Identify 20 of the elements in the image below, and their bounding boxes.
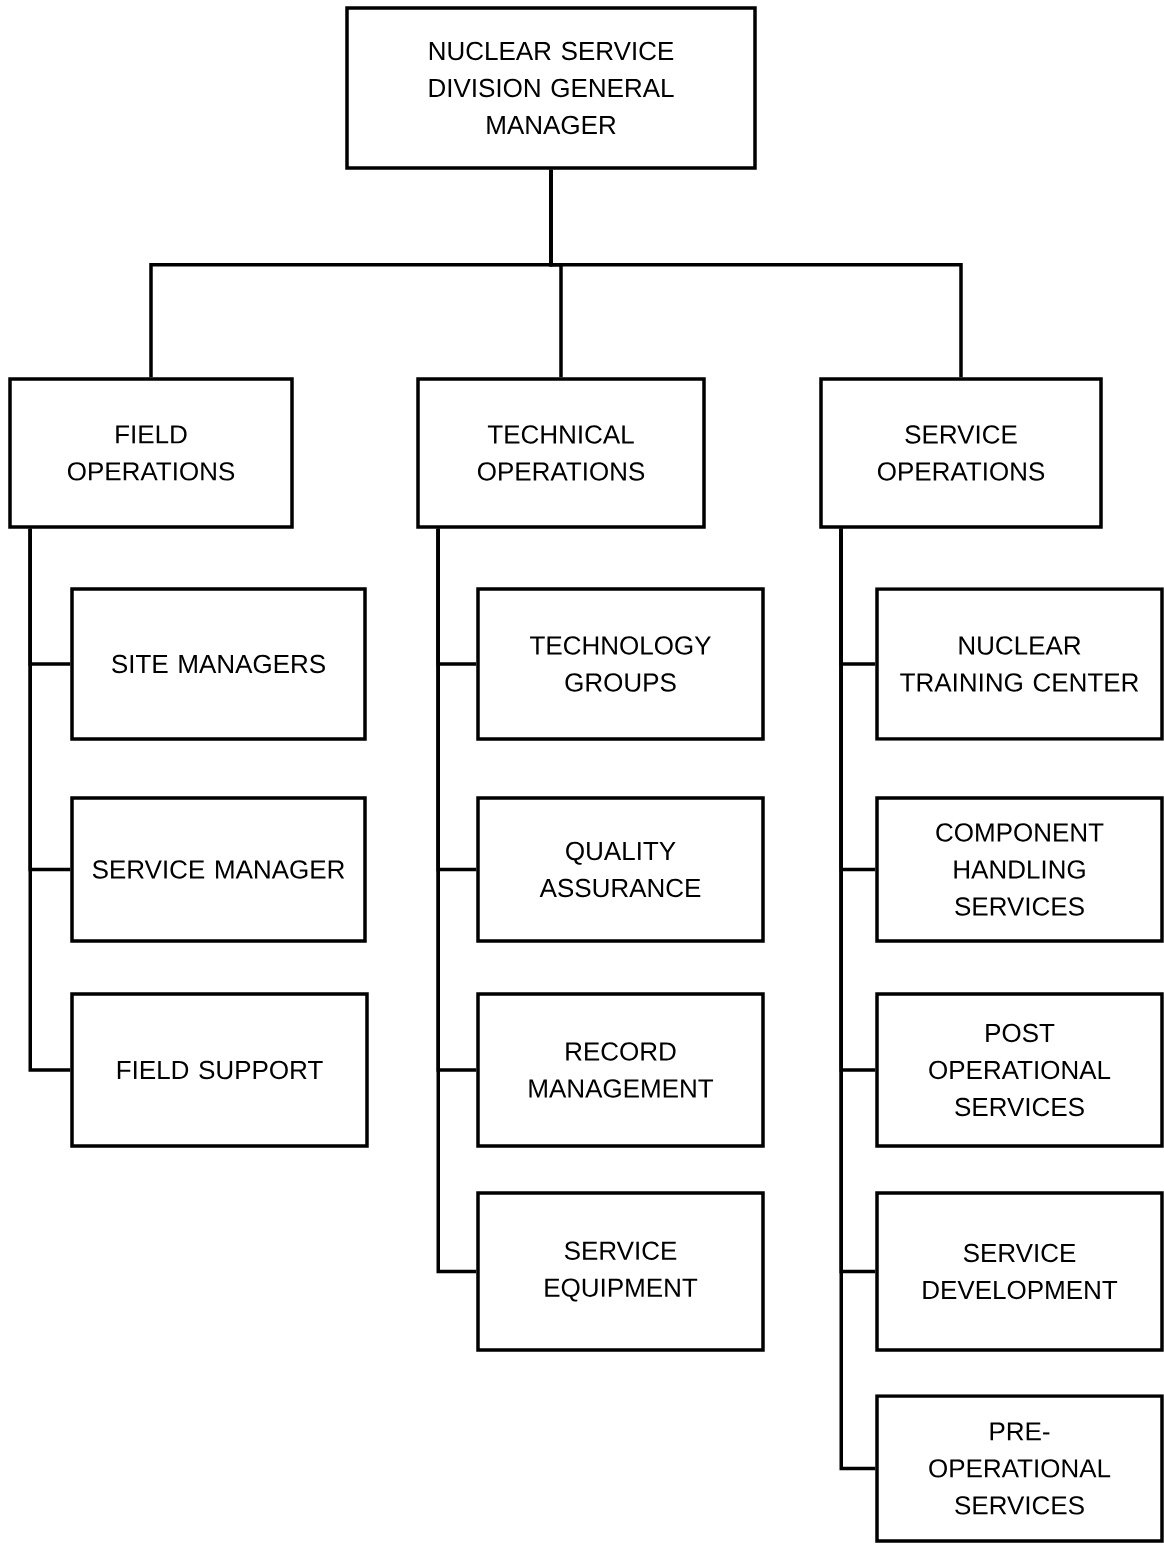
connector-line — [839, 528, 876, 1471]
org-box: SERVICE EQUIPMENT — [476, 1191, 765, 1352]
org-box: PRE- OPERATIONAL SERVICES — [875, 1394, 1164, 1543]
org-box: COMPONENT HANDLING SERVICES — [875, 796, 1164, 943]
org-box: TECHNICAL OPERATIONS — [416, 377, 706, 529]
connector-line — [549, 169, 963, 378]
org-box: SERVICE MANAGER — [70, 796, 367, 943]
org-box: QUALITY ASSURANCE — [476, 796, 765, 943]
org-box: FIELD OPERATIONS — [8, 377, 294, 529]
connector-line — [436, 528, 477, 1274]
connector-line — [28, 528, 71, 1072]
org-box: TECHNOLOGY GROUPS — [476, 587, 765, 741]
org-box: SITE MANAGERS — [70, 587, 367, 741]
org-box: NUCLEAR SERVICE DIVISION GENERAL MANAGER — [345, 6, 757, 170]
org-box: POST OPERATIONAL SERVICES — [875, 992, 1164, 1148]
org-box: SERVICE OPERATIONS — [819, 377, 1103, 529]
org-box: FIELD SUPPORT — [70, 992, 369, 1148]
org-box: RECORD MANAGEMENT — [476, 992, 765, 1148]
org-box: NUCLEAR TRAINING CENTER — [875, 587, 1164, 741]
org-box: SERVICE DEVELOPMENT — [875, 1191, 1164, 1352]
